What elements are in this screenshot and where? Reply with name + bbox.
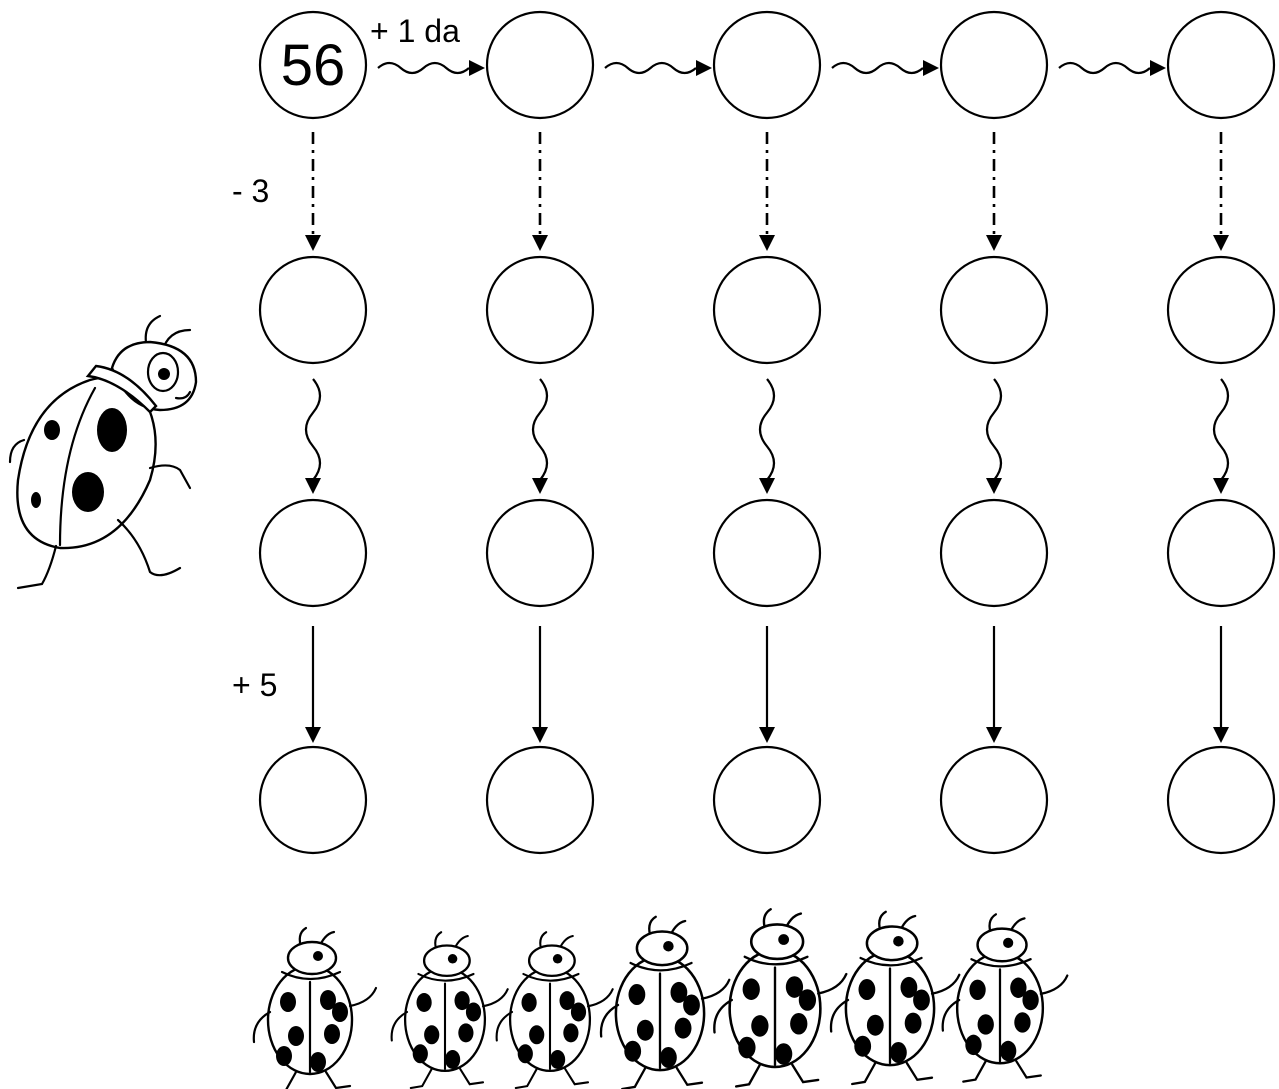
answer-circle[interactable]: 56: [258, 10, 368, 120]
arrowhead-icon: [305, 727, 321, 743]
arrowhead-icon: [759, 235, 775, 251]
answer-circle-outline: [939, 255, 1049, 365]
answer-circle-outline: [485, 498, 595, 608]
answer-circle[interactable]: [258, 745, 368, 855]
answer-circle[interactable]: [1166, 255, 1276, 365]
answer-circle-outline: [1166, 255, 1276, 365]
ladybug-parade-icon: [252, 908, 1069, 1089]
answer-circle-outline: [939, 498, 1049, 608]
answer-circle-outline: [485, 10, 595, 120]
row-rule-label: + 1 da: [370, 13, 460, 49]
answer-circle[interactable]: [1166, 498, 1276, 608]
answer-circle[interactable]: [1166, 10, 1276, 120]
arrowhead-icon: [1213, 235, 1229, 251]
arrowhead-icon: [469, 60, 485, 76]
answer-circle[interactable]: [485, 745, 595, 855]
squiggly-arrow-down: [985, 378, 1003, 481]
arrowhead-icon: [305, 235, 321, 251]
answer-circle-outline: [1166, 745, 1276, 855]
answer-circle[interactable]: [485, 10, 595, 120]
answer-circle[interactable]: [485, 498, 595, 608]
answer-circle-outline: [939, 10, 1049, 120]
answer-circle-outline: [485, 745, 595, 855]
squiggly-arrow-down: [531, 378, 549, 481]
answer-circle[interactable]: [258, 255, 368, 365]
arrowhead-icon: [1150, 60, 1166, 76]
wavy-arrow-right: [377, 61, 470, 75]
start-value: 56: [281, 33, 346, 98]
arrowhead-icon: [1213, 478, 1229, 494]
arrowhead-icon: [696, 60, 712, 76]
answer-circle-outline: [712, 10, 822, 120]
small-ladybug-icon: [713, 908, 848, 1088]
arrowhead-icon: [986, 235, 1002, 251]
column-rule-plus-label: + 5: [232, 667, 277, 703]
answer-circle[interactable]: [712, 498, 822, 608]
answer-circle-outline: [1166, 498, 1276, 608]
arrowhead-icon: [759, 478, 775, 494]
arrowhead-icon: [923, 60, 939, 76]
answer-circle[interactable]: [258, 498, 368, 608]
answer-circle-outline: [485, 255, 595, 365]
answer-circle-outline: [1166, 10, 1276, 120]
small-ladybug-icon: [599, 915, 731, 1089]
arrowhead-icon: [986, 478, 1002, 494]
squiggly-arrow-down: [304, 378, 322, 481]
answer-circle-outline: [712, 498, 822, 608]
answer-circle[interactable]: [939, 498, 1049, 608]
answer-circle[interactable]: [939, 745, 1049, 855]
answer-circle-outline: [712, 745, 822, 855]
answer-circles: 56: [258, 10, 1276, 855]
answer-circle-outline: [939, 745, 1049, 855]
answer-circle-outline: [258, 255, 368, 365]
ladybug-icon: [8, 314, 198, 590]
answer-circle-outline: [258, 498, 368, 608]
answer-circle[interactable]: [939, 10, 1049, 120]
arrowhead-icon: [1213, 727, 1229, 743]
answer-circle[interactable]: [939, 255, 1049, 365]
answer-circle[interactable]: [485, 255, 595, 365]
arrowhead-icon: [986, 727, 1002, 743]
small-ladybug-icon: [252, 926, 378, 1089]
small-ladybug-icon: [829, 910, 961, 1086]
arrowhead-icon: [532, 727, 548, 743]
arrowhead-icon: [532, 478, 548, 494]
answer-circle-outline: [712, 255, 822, 365]
squiggly-arrow-down: [758, 378, 776, 481]
arrows-layer: [304, 60, 1230, 743]
squiggly-arrow-down: [1212, 378, 1230, 481]
arrowhead-icon: [759, 727, 775, 743]
small-ladybug-icon: [390, 931, 509, 1089]
small-ladybug-icon: [495, 931, 614, 1089]
answer-circle[interactable]: [712, 255, 822, 365]
wavy-arrow-right: [1058, 61, 1151, 75]
answer-circle-outline: [258, 745, 368, 855]
arrowhead-icon: [305, 478, 321, 494]
answer-circle[interactable]: [712, 10, 822, 120]
answer-circle[interactable]: [1166, 745, 1276, 855]
wavy-arrow-right: [831, 61, 924, 75]
small-ladybug-icon: [941, 913, 1069, 1083]
column-rule-minus-label: - 3: [232, 173, 269, 209]
wavy-arrow-right: [604, 61, 697, 75]
answer-circle-outline: [258, 10, 368, 120]
arrowhead-icon: [532, 235, 548, 251]
answer-circle[interactable]: [712, 745, 822, 855]
